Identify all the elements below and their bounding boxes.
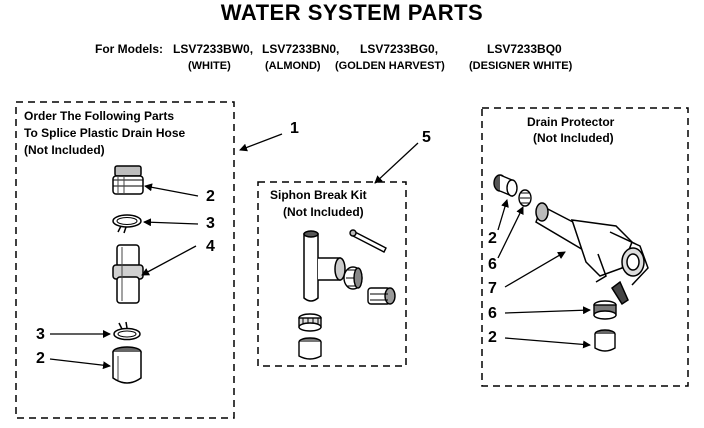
siphon-cap <box>298 337 322 360</box>
siphon-kit-box <box>257 181 407 367</box>
callout-number: 3 <box>36 326 45 343</box>
leader-arrow <box>504 251 566 288</box>
callout-number: 5 <box>422 129 431 146</box>
callout-number: 2 <box>488 230 497 247</box>
drain-cap-large <box>594 329 616 352</box>
siphon-ring <box>298 313 322 332</box>
drain-protector-body <box>535 202 649 306</box>
callout-number: 3 <box>206 215 215 232</box>
siphon-kit-label: Siphon Break Kit <box>270 188 367 202</box>
leader-arrow <box>504 337 591 349</box>
hose-clamp-top <box>112 214 142 234</box>
callout-number: 6 <box>488 256 497 273</box>
model-color: (ALMOND) <box>265 60 321 72</box>
splice-parts-label: To Splice Plastic Drain Hose <box>24 126 186 140</box>
drain-ring-large <box>593 300 617 320</box>
models-prefix: For Models: <box>95 42 163 56</box>
model-number: LSV7233BN0, <box>262 42 340 56</box>
leader-arrow <box>141 245 197 276</box>
siphon-kit-label: (Not Included) <box>283 205 364 219</box>
leader-arrow <box>144 183 199 197</box>
callout-number: 6 <box>488 305 497 322</box>
hose-adapter-bottom <box>112 346 142 384</box>
callout-number: 2 <box>36 350 45 367</box>
model-color: (WHITE) <box>188 60 231 72</box>
drain-ring-small <box>518 189 532 207</box>
siphon-tee <box>303 230 346 302</box>
hose-clamp-bottom <box>113 321 141 341</box>
hose-connector <box>112 244 144 304</box>
siphon-pin <box>349 229 387 253</box>
siphon-coupling <box>367 287 396 305</box>
model-number: LSV7233BW0, <box>173 42 254 56</box>
splice-parts-label: Order The Following Parts <box>24 109 175 123</box>
drain-protector-label: Drain Protector <box>527 115 615 129</box>
callout-number: 4 <box>206 238 215 255</box>
page-title: WATER SYSTEM PARTS <box>220 0 484 25</box>
model-number: LSV7233BQ0 <box>487 42 562 56</box>
leader-arrow <box>497 206 524 259</box>
callout-number: 1 <box>290 120 299 137</box>
callout-number: 2 <box>488 329 497 346</box>
siphon-nut <box>343 266 363 290</box>
callout-number: 7 <box>488 280 497 297</box>
model-number: LSV7233BG0, <box>360 42 439 56</box>
leader-arrow <box>239 133 283 152</box>
splice-parts-label: (Not Included) <box>24 143 105 157</box>
drain-protector-box <box>481 107 689 387</box>
model-color: (GOLDEN HARVEST) <box>335 60 445 72</box>
leader-arrow <box>143 218 199 227</box>
leader-arrow <box>504 306 591 315</box>
hose-adapter-top <box>112 165 144 195</box>
splice-parts-box <box>15 101 235 419</box>
leader-arrow <box>374 142 419 184</box>
model-color: (DESIGNER WHITE) <box>469 60 573 72</box>
callout-number: 2 <box>206 188 215 205</box>
leader-arrow <box>497 199 509 231</box>
drain-protector-label: (Not Included) <box>533 131 614 145</box>
leader-arrow <box>49 358 111 370</box>
drain-cap-small <box>493 174 518 198</box>
